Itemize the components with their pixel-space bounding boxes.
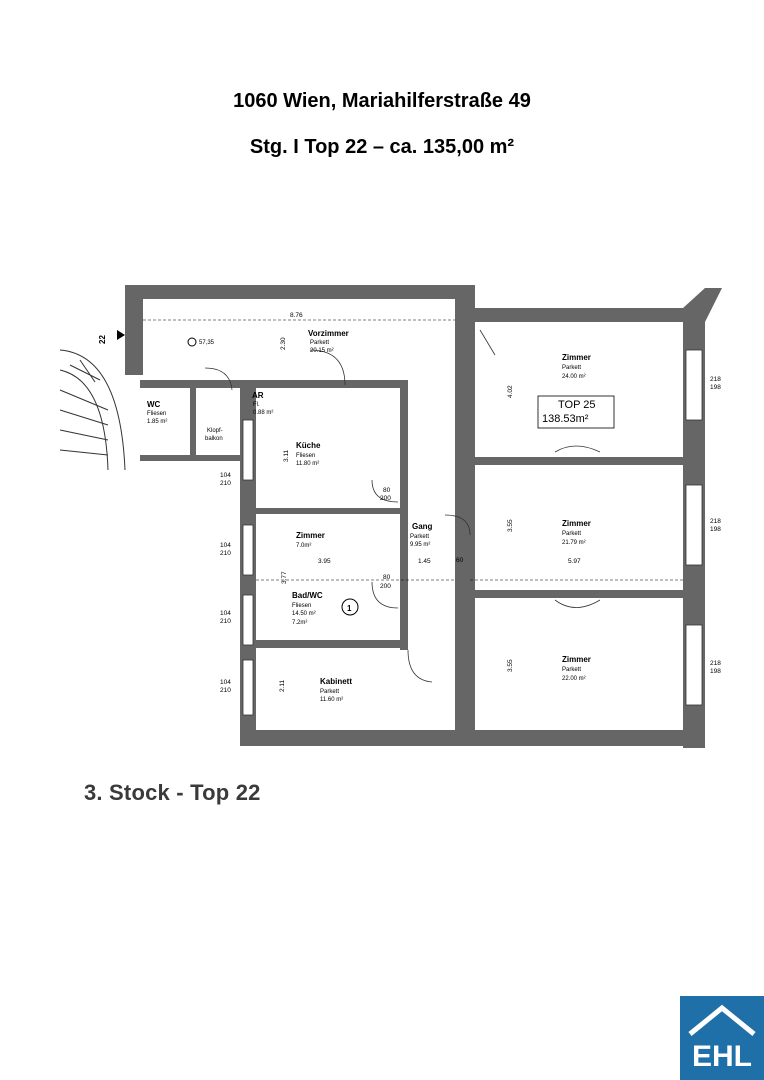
room-gang-name: Gang [412, 522, 433, 531]
room-gang-floor: Parkett [410, 534, 429, 540]
room-kabinett-name: Kabinett [320, 677, 352, 686]
window-right-3-h: 198 [710, 668, 721, 675]
room-bad-area: 14.50 m² [292, 611, 316, 617]
door-height-1: 200 [380, 495, 391, 502]
room-zimmer3-name: Zimmer [562, 655, 591, 664]
room-bad-name: Bad/WC [292, 591, 323, 600]
door-height-2: 200 [380, 583, 391, 590]
plan-walls [125, 285, 722, 748]
window-right-2-w: 218 [710, 518, 721, 525]
dim-width-1: 3.95 [318, 558, 331, 565]
room-kabinett-floor: Parkett [320, 689, 339, 695]
window-left-2-h: 210 [220, 550, 231, 557]
floor-plan: 22 57,35 8.76 2.30 3.11 3.77 2.11 4.02 3… [59, 285, 722, 748]
dim-width-2: 1.45 [418, 558, 431, 565]
top25-box [537, 395, 615, 429]
door-width-1: 80 [383, 487, 391, 494]
dim-zimmer-height-2: 3.55 [507, 519, 514, 532]
level-mark-icon [187, 337, 197, 347]
window-right-1-h: 198 [710, 384, 721, 391]
stair-arrow-icon [117, 330, 125, 340]
top25-label: TOP 25 [558, 399, 596, 411]
room-kueche-area: 11.80 m² [296, 461, 319, 467]
window-left-3-h: 210 [220, 618, 231, 625]
room-zimmer1-name: Zimmer [562, 353, 591, 362]
ehl-logo [680, 996, 764, 1080]
stair-number: 22 [98, 335, 107, 344]
unit-heading: Stg. I Top 22 – ca. 135,00 m² [249, 136, 515, 158]
door-width-2: 80 [383, 574, 391, 581]
room-bad-floor: Fliesen [292, 603, 311, 609]
dim-zimmer-height-1: 4.02 [507, 385, 514, 398]
window-left-1-w: 104 [220, 472, 231, 479]
room-zimmer2-name: Zimmer [562, 519, 591, 528]
staircase [59, 349, 126, 471]
room-zimmer1-floor: Parkett [562, 365, 581, 371]
dim-top-width: 8.76 [290, 312, 303, 319]
room-ar-floor: Fl. [253, 402, 260, 408]
dim-gang-wall: 60 [456, 557, 464, 564]
room-zimmer2-area: 21.79 m² [562, 540, 586, 546]
dim-zimmer-height-3: 3.55 [507, 659, 514, 672]
room-klopf-floor: balkon [205, 436, 223, 442]
dim-zimmer-small-height: 3.77 [281, 571, 288, 584]
dim-width-3: 5.97 [568, 558, 581, 565]
room-kueche-floor: Fliesen [296, 453, 315, 459]
room-zimmer2-floor: Parkett [562, 531, 581, 537]
level-mark: 57,35 [199, 340, 215, 346]
circle-mark-icon [341, 598, 359, 616]
dim-kueche-height: 3.11 [283, 449, 290, 462]
ehl-logo-text: EHL [692, 1040, 752, 1073]
room-zimmer1-area: 24.00 m² [562, 374, 586, 380]
window-left-4-w: 104 [220, 679, 231, 686]
room-wc-name: WC [147, 400, 161, 409]
window-right-2-h: 198 [710, 526, 721, 533]
room-kabinett-area: 11.60 m² [320, 697, 343, 703]
room-vorzimmer-floor: Parkett [310, 340, 329, 346]
circle-mark: 1 [347, 604, 352, 613]
dimension-lines [143, 319, 683, 581]
room-zimmer3-area: 22.00 m² [562, 676, 586, 682]
room-kueche-name: Küche [296, 441, 321, 450]
room-wc-floor: Fliesen [147, 411, 166, 417]
room-vorzimmer-area: 20.15 m² [310, 348, 334, 354]
room-zimmer-small-name: Zimmer [296, 531, 325, 540]
room-klopf-name: Klopf- [207, 428, 223, 434]
windows [242, 349, 703, 716]
door-swings [204, 329, 601, 683]
window-left-2-w: 104 [220, 542, 231, 549]
room-ar-area: 0.88 m² [253, 410, 273, 416]
room-wc-area: 1.85 m² [147, 419, 167, 425]
room-ar-name: AR [252, 391, 264, 400]
window-left-4-h: 210 [220, 687, 231, 694]
room-bad-area-2: 7.2m² [292, 620, 307, 626]
top25-area: 138.53m² [542, 413, 589, 425]
room-zimmer-small-area: 7.0m² [296, 543, 311, 549]
window-right-1-w: 218 [710, 376, 721, 383]
dim-kabinett-height: 2.11 [279, 679, 286, 692]
dim-vorzimmer-height: 2.30 [280, 337, 287, 350]
room-gang-area: 9.95 m² [410, 542, 430, 548]
floor-label: 3. Stock - Top 22 [84, 780, 261, 805]
room-zimmer3-floor: Parkett [562, 667, 581, 673]
window-left-1-h: 210 [220, 480, 231, 487]
address-heading: 1060 Wien, Mariahilferstraße 49 [233, 90, 531, 112]
window-left-3-w: 104 [220, 610, 231, 617]
window-right-3-w: 218 [710, 660, 721, 667]
room-vorzimmer-name: Vorzimmer [308, 329, 349, 338]
